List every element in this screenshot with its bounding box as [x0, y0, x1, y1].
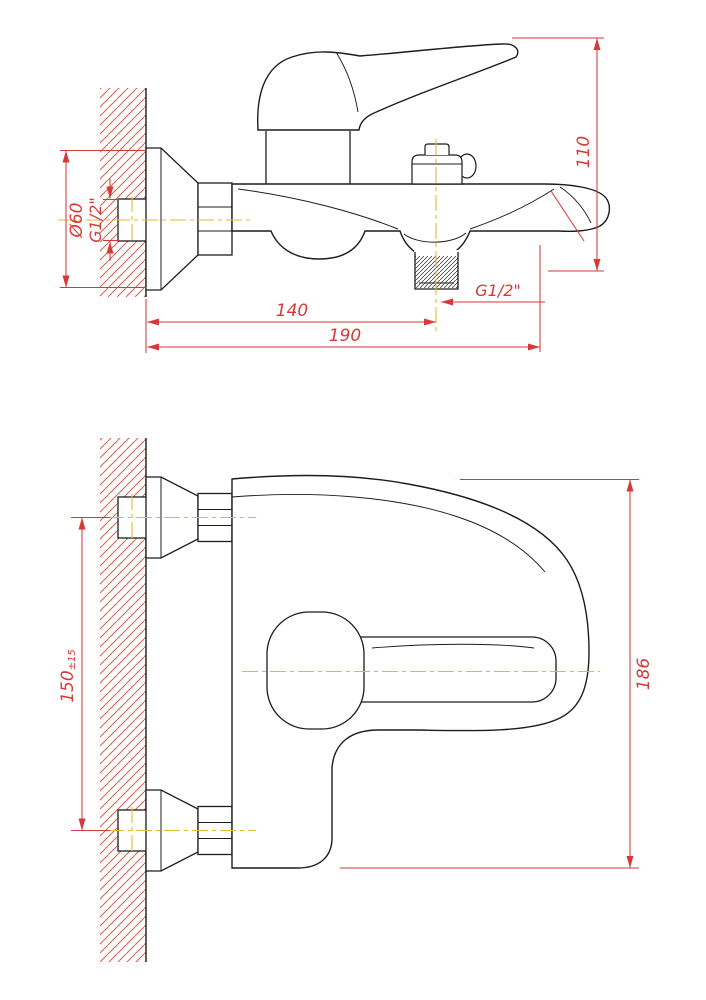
- diverter-body: [411, 154, 463, 185]
- dim-label-190: 190: [329, 326, 361, 346]
- dim-label-mount-spacing: 150±15: [58, 649, 78, 703]
- diverter: [411, 143, 477, 185]
- handle-boss-front: [266, 611, 365, 730]
- faucet-body: [231, 183, 611, 260]
- wall-section: [100, 438, 148, 962]
- faucet-body-outline: [231, 183, 611, 260]
- side-view: Ø60 G1/2" 110 140 190 G1/2": [58, 37, 611, 353]
- dim-label-overall-height: 186: [634, 658, 654, 691]
- dim-label-diameter: Ø60: [67, 202, 87, 238]
- front-view-centerlines: [108, 494, 600, 854]
- side-view-dimensions: [60, 37, 604, 353]
- escutcheon: [145, 147, 199, 291]
- body-contour-details: [237, 186, 592, 243]
- side-view-centerlines: [58, 139, 437, 335]
- front-view-dimension-labels: 150±15 186: [58, 649, 654, 703]
- dim-label-outlet-thread: G1/2": [475, 281, 521, 300]
- body-contour-detail: [231, 494, 546, 573]
- wall-section: [100, 88, 148, 297]
- diverter-knob: [424, 143, 450, 155]
- handle-bar-detail: [371, 643, 535, 649]
- wall-hatch: [100, 88, 146, 297]
- dim-label-140: 140: [276, 301, 308, 321]
- side-view-dimension-labels: Ø60 G1/2" 110 140 190 G1/2": [67, 136, 594, 346]
- handle-detail-line: [335, 51, 359, 113]
- front-view: 150±15 186: [58, 438, 654, 962]
- handle-lever: [257, 43, 519, 131]
- front-view-dimensions: [71, 478, 639, 869]
- wall-mount: [145, 147, 233, 291]
- mounting-nut: [197, 182, 233, 256]
- handle: [257, 43, 519, 184]
- dim-ext-line-spout: [550, 190, 585, 242]
- dim-label-wall-thread: G1/2": [86, 197, 105, 243]
- dim-label-height: 110: [574, 136, 594, 168]
